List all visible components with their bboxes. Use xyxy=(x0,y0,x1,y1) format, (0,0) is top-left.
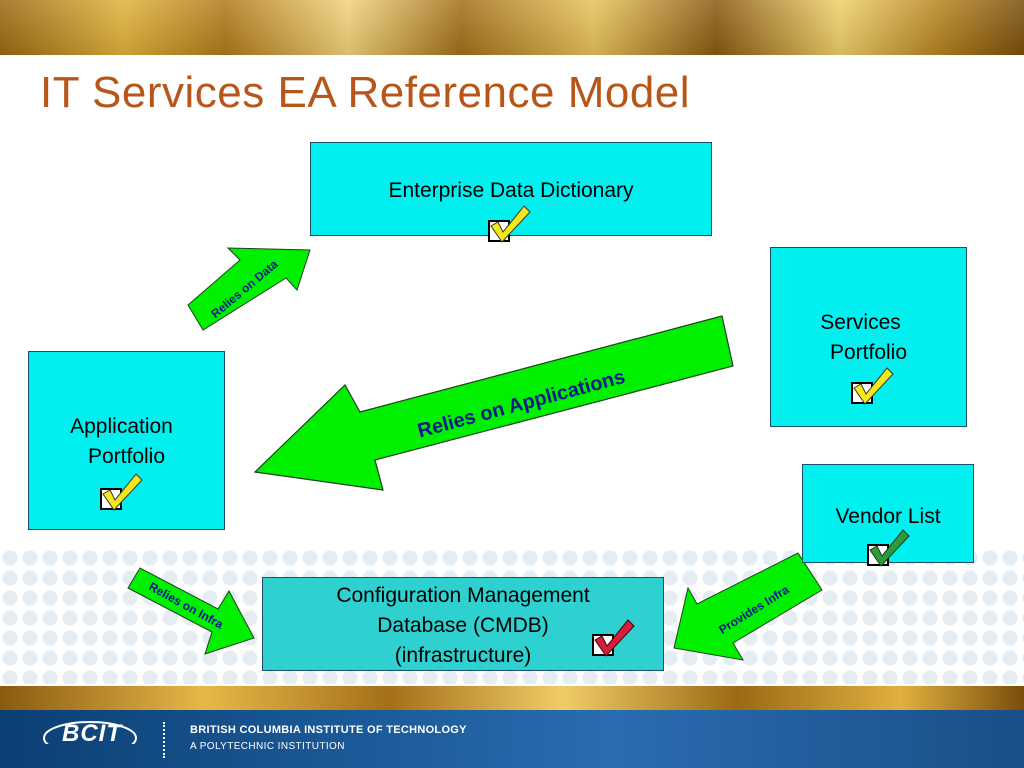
box-label-line2: Portfolio xyxy=(829,341,908,364)
box-label-line3: (infrastructure) xyxy=(394,644,532,667)
box-label-line2: Database (CMDB) xyxy=(377,614,549,637)
arrow-relies-on-applications: Relies on Applications xyxy=(253,315,734,491)
checkmark-icon-services-portfolio xyxy=(851,367,894,405)
checkmark-icon-cmdb xyxy=(592,619,635,657)
checkmark-icon-application-portfolio xyxy=(100,473,143,511)
box-vendor-list: Vendor List xyxy=(802,464,974,563)
slide-title: IT Services EA Reference Model xyxy=(40,68,691,117)
bcit-logo-swoosh-icon xyxy=(43,721,137,744)
box-enterprise-data-dictionary: Enterprise Data Dictionary xyxy=(310,142,712,236)
institution-name: BRITISH COLUMBIA INSTITUTE OF TECHNOLOGY xyxy=(190,724,467,736)
checkmark-icon-vendor-list xyxy=(867,529,910,567)
bcit-logo: BCIT xyxy=(62,720,122,747)
arrow-provides-infra: Provides Infra xyxy=(673,552,823,661)
box-application-portfolio: Application Portfolio xyxy=(28,351,225,530)
institution-subtitle: A POLYTECHNIC INSTITUTION xyxy=(190,741,345,752)
footer-gold-band xyxy=(0,686,1024,710)
box-label: Vendor List xyxy=(835,505,941,528)
box-label-line1: Services xyxy=(820,311,901,334)
footer-bar xyxy=(0,710,1024,768)
box-label-line1: Configuration Management xyxy=(336,584,590,607)
arrow-relies-on-data: Relies on Data xyxy=(187,247,311,331)
arrow-relies-on-infra: Relies on Infra xyxy=(127,567,255,655)
arrow-label-relies-on-infra: Relies on Infra xyxy=(146,579,225,631)
box-cmdb: Configuration Management Database (CMDB)… xyxy=(262,577,664,671)
box-label-line1: Application xyxy=(70,415,173,438)
footer-divider xyxy=(163,722,165,758)
checkmark-icon-enterprise-data-dictionary xyxy=(488,205,531,243)
header-gold-band xyxy=(0,0,1024,55)
box-label-line2: Portfolio xyxy=(87,445,166,468)
box-label: Enterprise Data Dictionary xyxy=(388,179,634,202)
